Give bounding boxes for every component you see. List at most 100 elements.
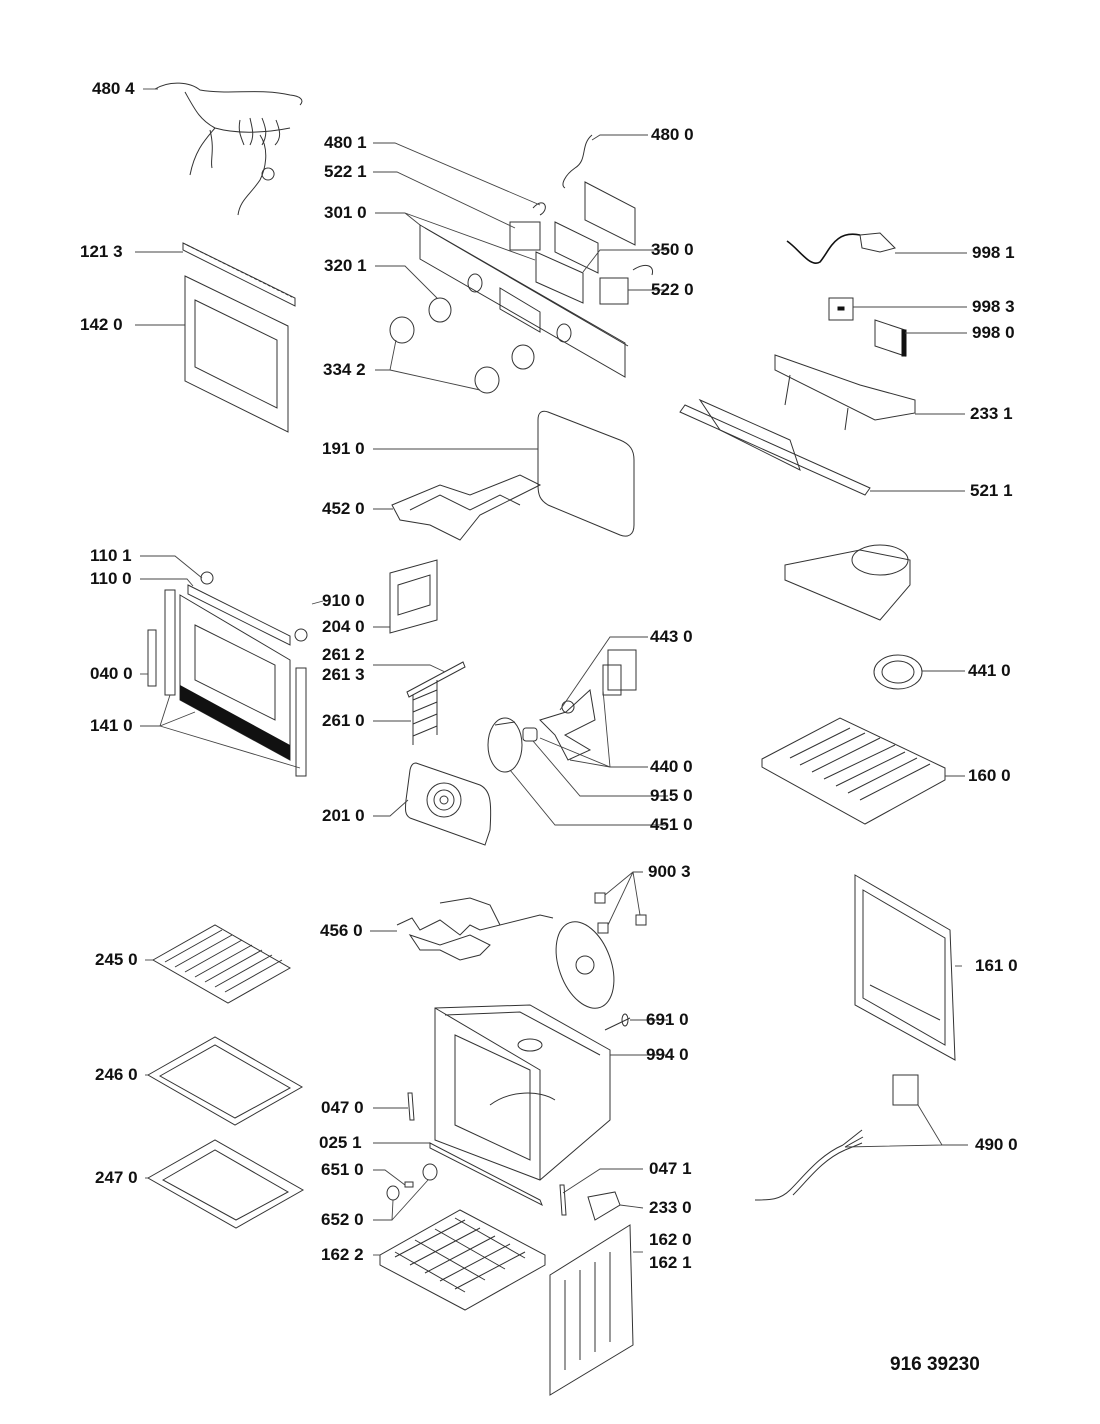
part-350-0-display — [535, 181, 636, 304]
label-047-0[interactable]: 047 0 — [321, 1098, 364, 1117]
label-910-0[interactable]: 910 0 — [322, 591, 365, 610]
part-191-0-gasket — [537, 410, 635, 537]
label-141-0[interactable]: 141 0 — [90, 716, 133, 735]
part-998-3-label — [828, 297, 854, 321]
label-334-2[interactable]: 334 2 — [323, 360, 366, 379]
part-047-0-probe — [407, 1092, 415, 1121]
label-162-1[interactable]: 162 1 — [649, 1253, 692, 1272]
part-110-0-door-top-profile — [187, 584, 291, 646]
part-522-1-switch — [509, 202, 546, 251]
label-521-1[interactable]: 521 1 — [970, 481, 1013, 500]
label-247-0[interactable]: 247 0 — [95, 1168, 138, 1187]
label-162-2[interactable]: 162 2 — [321, 1245, 364, 1264]
label-998-3[interactable]: 998 3 — [972, 297, 1015, 316]
leader-lines — [135, 88, 968, 1256]
part-451-0-circular-element — [487, 717, 523, 773]
part-521-1-control-board — [679, 398, 871, 496]
part-443-0-fan-motor — [602, 649, 637, 696]
part-441-0-cooling-fan — [873, 654, 923, 690]
label-204-0[interactable]: 204 0 — [322, 617, 365, 636]
label-480-1[interactable]: 480 1 — [324, 133, 367, 152]
label-121-3[interactable]: 121 3 — [80, 242, 123, 261]
label-490-0[interactable]: 490 0 — [975, 1135, 1018, 1154]
part-334-2-knobs — [389, 297, 535, 394]
label-320-1[interactable]: 320 1 — [324, 256, 367, 275]
part-452-0-grill-element — [391, 474, 542, 541]
label-452-0[interactable]: 452 0 — [322, 499, 365, 518]
label-522-0[interactable]: 522 0 — [651, 280, 694, 299]
part-301-0-control-panel — [419, 224, 629, 378]
part-204-0-lamp-cover — [389, 559, 438, 634]
part-162-0-side-insulation — [549, 1224, 634, 1396]
label-522-1[interactable]: 522 1 — [324, 162, 367, 181]
part-480-0-wire — [562, 134, 593, 189]
part-025-1-front-strip — [429, 1142, 543, 1207]
label-191-0[interactable]: 191 0 — [322, 439, 365, 458]
label-047-1[interactable]: 047 1 — [649, 1159, 692, 1178]
part-142-0-inner-glass — [184, 275, 289, 433]
part-900-3-clips — [594, 892, 647, 934]
label-651-0[interactable]: 651 0 — [321, 1160, 364, 1179]
part-480-4-harness — [154, 82, 303, 216]
part-fan-plate — [555, 921, 615, 1009]
part-691-0-rivet — [604, 1013, 631, 1031]
part-141-0-outer-door — [164, 589, 307, 777]
part-994-0-oven-cavity — [434, 1004, 611, 1181]
part-233-0-bracket — [587, 1191, 621, 1221]
label-110-0[interactable]: 110 0 — [90, 569, 132, 588]
label-040-0[interactable]: 040 0 — [90, 664, 133, 683]
label-451-0[interactable]: 451 0 — [650, 815, 693, 834]
part-110-1-end-cap — [200, 571, 308, 642]
label-160-0[interactable]: 160 0 — [968, 766, 1011, 785]
label-900-3[interactable]: 900 3 — [648, 862, 691, 881]
part-998-0-module — [874, 319, 907, 357]
label-691-0[interactable]: 691 0 — [646, 1010, 689, 1029]
label-994-0[interactable]: 994 0 — [646, 1045, 689, 1064]
label-233-0[interactable]: 233 0 — [649, 1198, 692, 1217]
label-201-0[interactable]: 201 0 — [322, 806, 365, 825]
part-456-0-lower-element — [396, 897, 554, 961]
part-160-0-top-panel — [761, 717, 946, 825]
label-161-0[interactable]: 161 0 — [975, 956, 1018, 975]
label-998-1[interactable]: 998 1 — [972, 243, 1015, 262]
label-233-1[interactable]: 233 1 — [970, 404, 1013, 423]
label-301-0[interactable]: 301 0 — [324, 203, 367, 222]
label-261-0[interactable]: 261 0 — [322, 711, 365, 730]
label-915-0[interactable]: 915 0 — [650, 786, 693, 805]
document-number: 916 39230 — [890, 1354, 980, 1375]
part-121-3-door-trim — [182, 242, 296, 307]
label-142-0[interactable]: 142 0 — [80, 315, 123, 334]
label-261-3[interactable]: 261 3 — [322, 665, 365, 684]
part-998-1-cable — [786, 232, 896, 264]
part-233-1-bracket — [774, 354, 916, 431]
label-441-0[interactable]: 441 0 — [968, 661, 1011, 680]
label-480-4[interactable]: 480 4 — [92, 79, 135, 98]
label-440-0[interactable]: 440 0 — [650, 757, 693, 776]
part-261-0-shelf-rack — [406, 661, 466, 745]
part-490-0-terminal-block — [754, 1074, 919, 1201]
label-652-0[interactable]: 652 0 — [321, 1210, 364, 1229]
label-350-0[interactable]: 350 0 — [651, 240, 694, 259]
label-245-0[interactable]: 245 0 — [95, 950, 138, 969]
label-162-0[interactable]: 162 0 — [649, 1230, 692, 1249]
part-915-0-fan-nut — [522, 727, 538, 742]
label-456-0[interactable]: 456 0 — [320, 921, 363, 940]
part-245-0-grid-shelf — [151, 924, 292, 1004]
label-480-0[interactable]: 480 0 — [651, 125, 694, 144]
part-201-0-fan-cover — [405, 762, 492, 846]
part-162-2-bottom-insulation — [379, 1209, 546, 1311]
part-047-1-probe — [559, 1184, 567, 1216]
label-246-0[interactable]: 246 0 — [95, 1065, 138, 1084]
part-651-0-lamp-holder — [404, 1181, 414, 1188]
part-040-0-hinge — [147, 629, 157, 687]
part-161-0-back-panel — [854, 874, 956, 1061]
part-247-0-drip-pan — [146, 1139, 305, 1229]
label-443-0[interactable]: 443 0 — [650, 627, 693, 646]
label-110-1[interactable]: 110 1 — [90, 546, 132, 565]
label-025-1[interactable]: 025 1 — [319, 1133, 362, 1152]
label-261-2[interactable]: 261 2 — [322, 645, 365, 664]
label-998-0[interactable]: 998 0 — [972, 323, 1015, 342]
part-522-0-switch — [599, 264, 654, 305]
part-246-0-baking-tray — [146, 1036, 304, 1126]
